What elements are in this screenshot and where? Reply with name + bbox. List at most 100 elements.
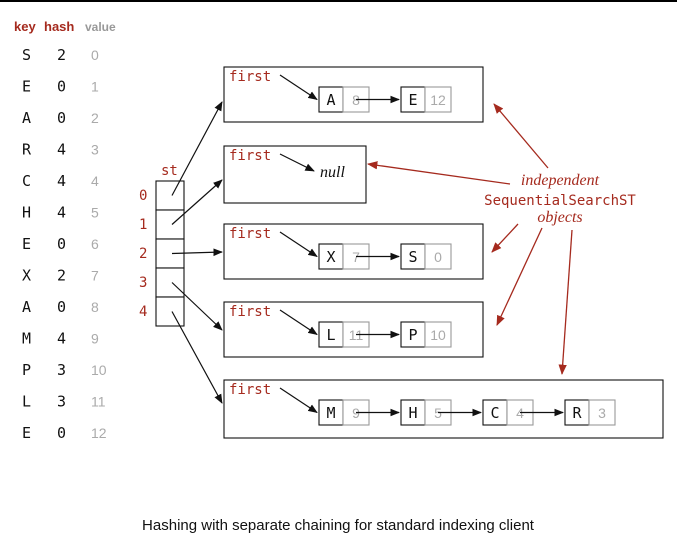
sequential-search-st: firstM9H5C4R3: [223, 379, 664, 439]
row-hash: 4: [57, 172, 66, 190]
row-hash: 0: [57, 424, 66, 442]
array-pointer-arrow: [171, 179, 223, 225]
first-label: first: [229, 304, 271, 320]
row-value: 10: [91, 362, 107, 378]
row-hash: 4: [57, 204, 66, 222]
row-value: 12: [91, 425, 107, 441]
header-key: key: [14, 19, 36, 34]
node-key-cell: [400, 321, 426, 348]
row-hash: 2: [57, 267, 66, 285]
chain-node: M9: [318, 399, 400, 426]
node-key-cell: [400, 86, 426, 113]
annotation-arrow-0: [493, 103, 549, 169]
node-key: A: [326, 91, 335, 109]
node-key: P: [408, 326, 417, 344]
chain-node: C4: [482, 399, 564, 426]
node-key: R: [572, 404, 582, 422]
node-value-cell: [424, 243, 452, 270]
row-key: S: [22, 46, 31, 64]
row-hash: 3: [57, 393, 66, 411]
node-value-cell: [424, 86, 452, 113]
header-value: value: [85, 20, 116, 34]
node-key-cell: [318, 86, 344, 113]
sequential-search-st: firstA8E12: [223, 66, 484, 123]
node-key-cell: [318, 399, 344, 426]
row-key: X: [22, 267, 31, 285]
chain-node: X7: [318, 243, 400, 270]
node-value: 0: [434, 249, 442, 265]
node-key: X: [326, 248, 335, 266]
row-key: E: [22, 424, 31, 442]
row-key: L: [22, 393, 31, 411]
array-pointer-arrow: [171, 311, 223, 404]
first-pointer-arrow: [279, 231, 318, 258]
row-hash: 0: [57, 78, 66, 96]
array-index: 3: [139, 275, 147, 291]
row-hash: 2: [57, 46, 66, 64]
array-index: 2: [139, 246, 147, 262]
annotation-arrow-4: [558, 229, 573, 376]
first-pointer-arrow: [279, 309, 318, 336]
first-label: first: [229, 148, 271, 164]
array-cell: [155, 267, 185, 298]
row-key: P: [22, 361, 31, 379]
node-value: 10: [430, 327, 446, 343]
table-row: S 2 0: [22, 46, 99, 64]
row-value: 1: [91, 79, 99, 95]
annotation-arrow-2: [491, 223, 519, 253]
header-hash: hash: [44, 19, 74, 34]
array-cell: [155, 209, 185, 240]
table-row: E 0 12: [22, 424, 107, 442]
table-row: X 2 7: [22, 267, 99, 285]
array-label: st: [161, 163, 178, 179]
array-index: 0: [139, 188, 147, 204]
node-value: 3: [598, 405, 606, 421]
node-key-cell: [564, 399, 590, 426]
annotation-independent: independent: [521, 172, 600, 189]
array-pointer-arrow: [171, 282, 223, 331]
first-pointer-arrow: [279, 387, 318, 414]
array-cell: [155, 296, 185, 327]
chain-node: E 12: [400, 86, 452, 113]
node-key-cell: [400, 399, 426, 426]
node-value: 12: [430, 92, 446, 108]
chains: firstA8E12firstnullfirstX7S0firstL11P10f…: [223, 66, 664, 439]
node-key: E: [408, 91, 417, 109]
node-key: S: [408, 248, 417, 266]
row-hash: 0: [57, 109, 66, 127]
node-value-cell: [424, 321, 452, 348]
annotation-class-name: SequentialSearchST: [484, 193, 636, 209]
first-label: first: [229, 382, 271, 398]
row-key: H: [22, 204, 31, 222]
node-key-cell: [400, 243, 426, 270]
annotation-arrow-1: [366, 161, 511, 185]
node-key: M: [326, 404, 335, 422]
row-value: 0: [91, 47, 99, 63]
array-pointer-arrow: [171, 248, 223, 257]
row-value: 3: [91, 142, 99, 158]
array-cell: [155, 180, 185, 211]
row-value: 8: [91, 299, 99, 315]
node-key-cell: [482, 399, 508, 426]
row-value: 7: [91, 268, 99, 284]
row-hash: 4: [57, 330, 66, 348]
first-pointer-arrow: [279, 74, 318, 101]
node-key: L: [326, 326, 335, 344]
row-key: E: [22, 235, 31, 253]
row-value: 9: [91, 331, 99, 347]
null-text: null: [320, 164, 345, 181]
node-key: C: [490, 404, 499, 422]
caption: Hashing with separate chaining for stand…: [142, 517, 535, 534]
first-label: first: [229, 69, 271, 85]
